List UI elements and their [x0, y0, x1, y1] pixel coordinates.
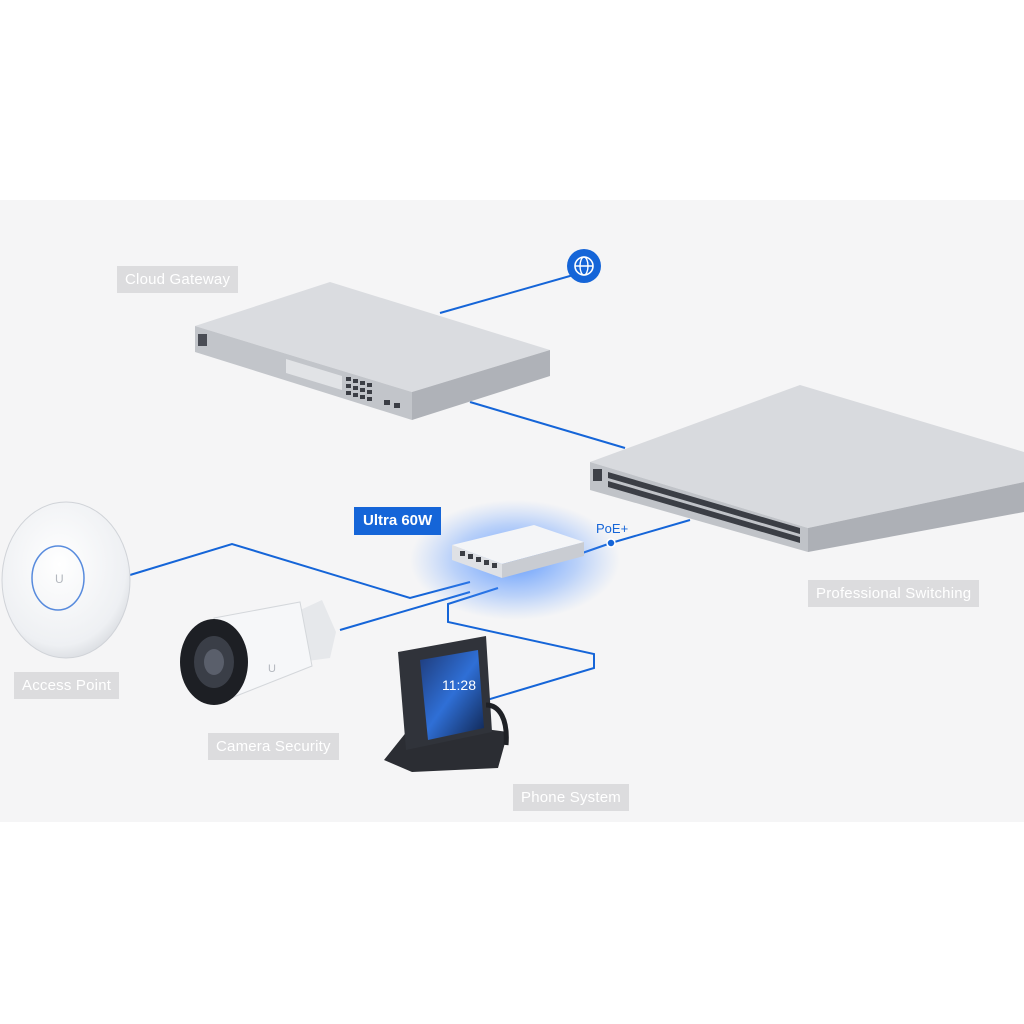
label-access-point: Access Point [14, 672, 120, 699]
ultra-60w-device [452, 525, 584, 578]
cloud-gateway-device [195, 282, 550, 420]
label-cloud-gateway: Cloud Gateway [117, 266, 239, 293]
svg-text:U: U [268, 663, 276, 675]
label-phone-system: Phone System [513, 784, 629, 811]
diagram-panel: U U 11:28 Cloud Gateway Ultra 60W PoE+ P… [0, 200, 1024, 822]
label-camera-security: Camera Security [208, 733, 339, 760]
phone-screen-time: 11:28 [442, 677, 476, 693]
label-ultra-60w: Ultra 60W [354, 507, 442, 535]
label-poe: PoE+ [596, 521, 629, 536]
access-point-device: U [1, 501, 131, 659]
poe-marker [606, 538, 616, 548]
svg-text:U: U [55, 572, 64, 586]
label-professional-switching: Professional Switching [808, 580, 980, 607]
line-internet-gateway [439, 271, 585, 314]
globe-icon[interactable] [567, 249, 601, 283]
camera-security-device: U [180, 600, 336, 705]
network-diagram: U U 11:28 [1, 249, 1024, 772]
professional-switch-device [590, 385, 1024, 552]
phone-system-device: 11:28 [384, 636, 509, 772]
switch-port-grid [608, 472, 800, 543]
line-gateway-switch [469, 401, 626, 449]
